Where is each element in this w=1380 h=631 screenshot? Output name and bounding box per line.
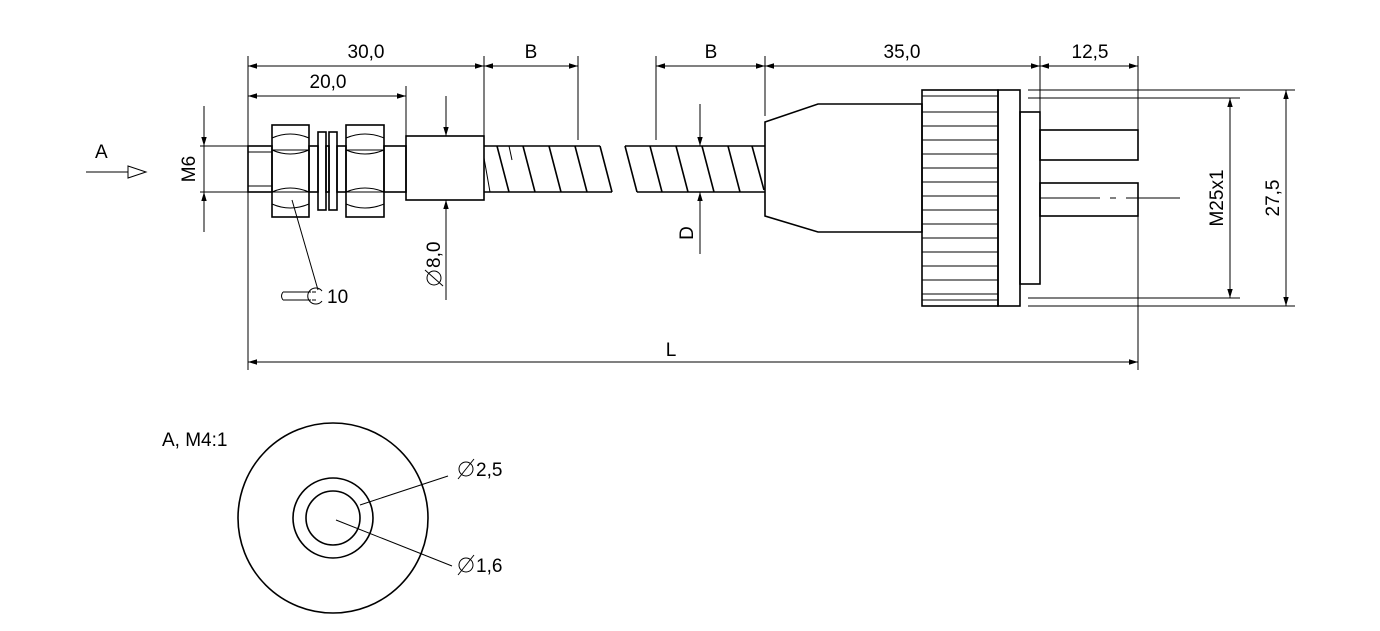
contact-pins <box>1039 129 1180 217</box>
detail-view-a: A, M4:1 2,5 1,6 <box>162 422 502 614</box>
detail-outer-circle <box>237 422 429 614</box>
diameter-symbol <box>424 269 444 287</box>
threaded-tip <box>247 145 273 193</box>
dim-b-right: B <box>705 42 718 63</box>
washers <box>308 131 347 211</box>
view-arrow-label: A <box>95 142 108 163</box>
sleeve <box>405 135 485 201</box>
insert <box>1019 111 1041 285</box>
dim-35: 35,0 <box>884 42 921 63</box>
dim-m25: M25x1 <box>1207 169 1228 226</box>
flange <box>997 89 1021 307</box>
spiral-hose-right <box>624 145 765 193</box>
detail-dia-2-5-circle <box>292 477 374 559</box>
dim-12-5: 12,5 <box>1072 42 1109 63</box>
wrench-icon <box>281 287 323 305</box>
detail-inner-dia: 1,6 <box>476 556 502 577</box>
diameter-symbol <box>457 554 475 576</box>
connector-body <box>764 103 923 233</box>
dim-d: D <box>677 226 698 240</box>
dim-l: L <box>666 340 677 361</box>
detail-title: A, M4:1 <box>162 430 227 451</box>
dim-dia-8-value: 8,0 <box>424 242 445 268</box>
dim-27-5: 27,5 <box>1263 180 1284 217</box>
dim-20: 20,0 <box>310 72 347 93</box>
spiral-hose-left <box>483 145 613 193</box>
dim-b-left: B <box>525 42 538 63</box>
dim-m6: M6 <box>179 156 200 182</box>
knurled-ring <box>921 89 999 307</box>
dim-dia-8: 8,0 <box>424 242 445 287</box>
detail-outer-dia: 2,5 <box>476 460 502 481</box>
diameter-symbol <box>457 458 475 480</box>
dimension-lines <box>200 56 1295 370</box>
wrench-size: 10 <box>327 287 348 308</box>
hex-nut-right <box>345 124 407 218</box>
hex-nut-left <box>271 124 310 218</box>
dim-30: 30,0 <box>348 42 385 63</box>
detail-dia-1-6-circle <box>305 490 361 546</box>
view-arrow-a: A <box>86 142 148 179</box>
